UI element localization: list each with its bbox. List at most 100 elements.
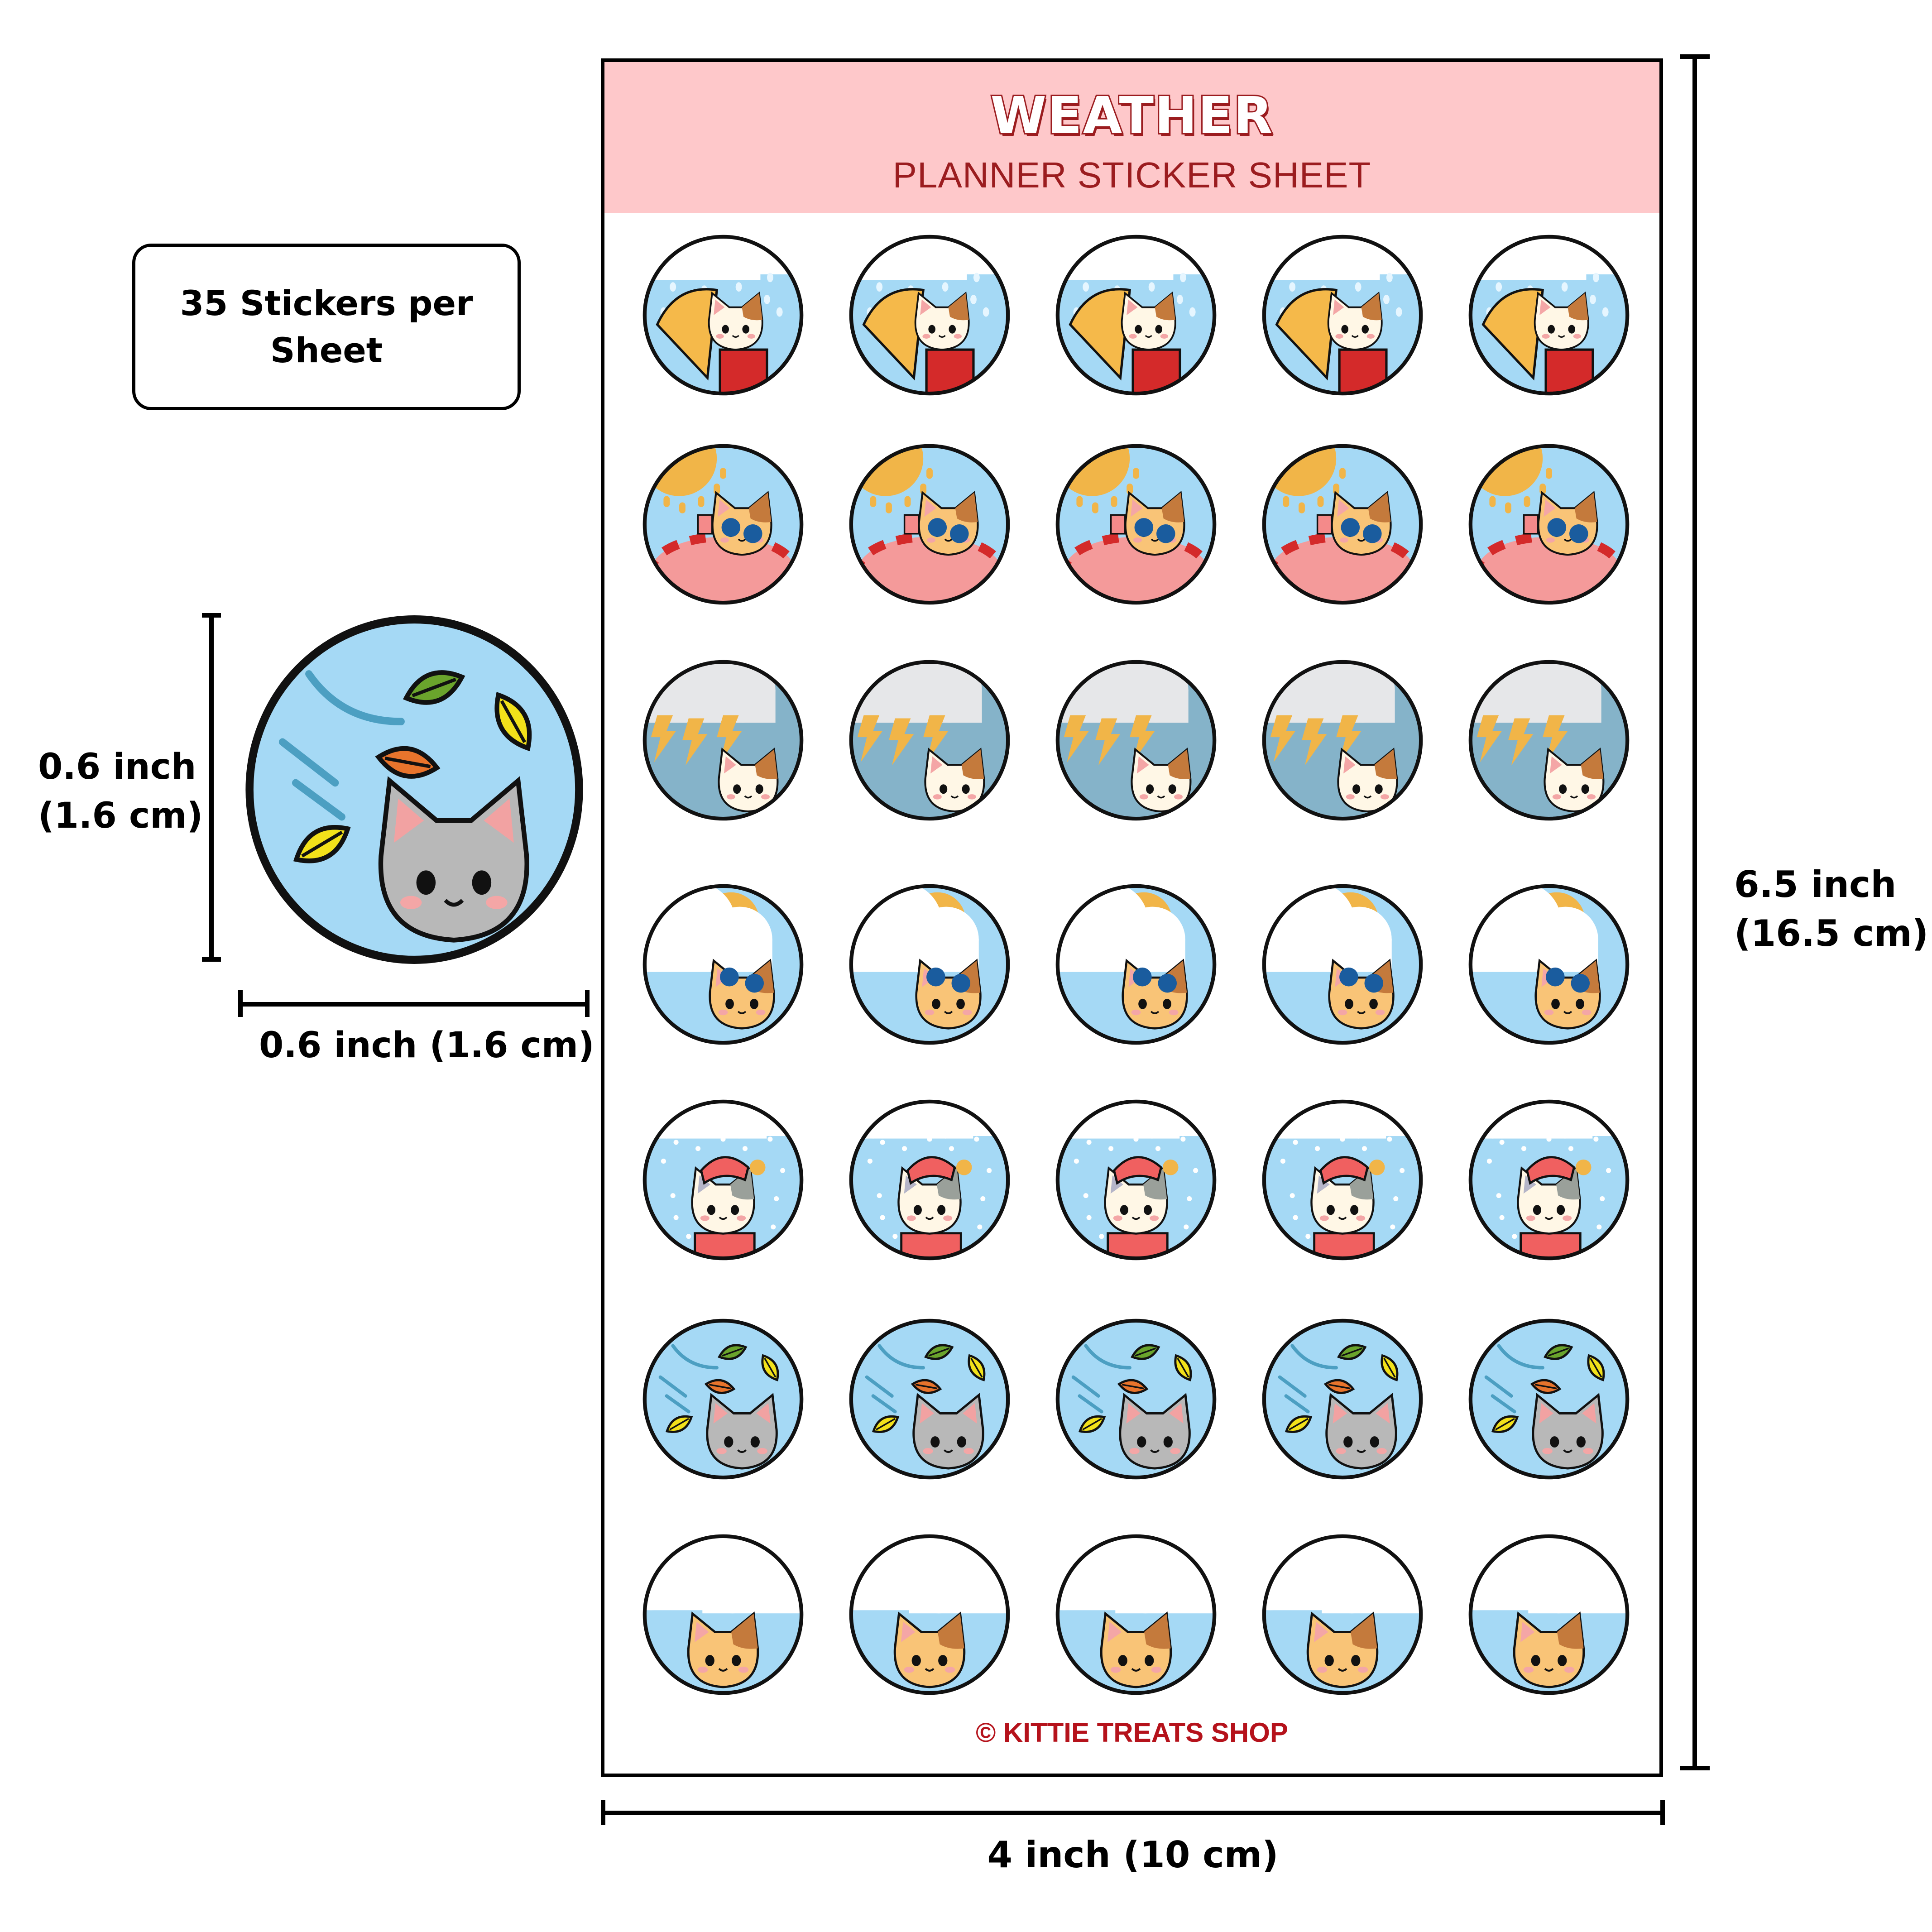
sticker-sunny-art xyxy=(1055,444,1217,605)
sticker-stormy xyxy=(638,656,808,825)
sticker-snowy xyxy=(845,1095,1014,1265)
cat-icon xyxy=(687,1611,759,1688)
sticker-windy-art xyxy=(1468,1318,1630,1480)
sticker-partly-cloudy-art xyxy=(1468,884,1630,1045)
raindrop-icon xyxy=(670,282,676,292)
leaf-icon xyxy=(1491,1415,1519,1433)
leaf-icon xyxy=(1337,1344,1367,1360)
wind-icon xyxy=(1484,1344,1544,1414)
snowflake-icon xyxy=(1387,1136,1392,1142)
wind-icon xyxy=(865,1344,925,1414)
lightning-icon xyxy=(1477,715,1502,762)
cloud-icon xyxy=(1470,662,1601,723)
snowflake-icon xyxy=(892,1234,898,1239)
snowflake-icon xyxy=(1086,1215,1092,1220)
raindrop-icon xyxy=(1083,282,1089,292)
snowflake-icon xyxy=(661,1158,666,1164)
snowflake-icon xyxy=(867,1158,873,1164)
leaf-icon xyxy=(1544,1344,1573,1360)
snowflake-icon xyxy=(1187,1196,1192,1202)
beanie-icon xyxy=(1525,1156,1576,1185)
cloud-icon xyxy=(1057,662,1189,723)
sticker-windy-art xyxy=(1262,1318,1423,1480)
leaf-icon xyxy=(403,670,465,705)
snowflake-icon xyxy=(949,1146,954,1151)
cat-icon xyxy=(914,291,970,351)
raindrop-icon xyxy=(1148,282,1155,292)
leaf-icon xyxy=(1117,1379,1149,1394)
sticker-rainy xyxy=(1258,230,1427,400)
sticker-sunny-art xyxy=(642,444,804,605)
sticker-grid xyxy=(604,62,1659,1774)
snowflake-icon xyxy=(1086,1140,1092,1145)
leaf-icon xyxy=(761,1354,779,1381)
lightning-icon xyxy=(1270,715,1296,762)
leaf-icon xyxy=(1285,1415,1313,1433)
cat-icon xyxy=(1121,291,1176,351)
raindrop-icon xyxy=(1590,294,1596,304)
sticker-sunny-art xyxy=(849,444,1010,605)
snowflake-icon xyxy=(1499,1140,1505,1145)
sticker-cloudy xyxy=(845,1530,1014,1699)
leaf-icon xyxy=(293,825,351,863)
snowflake-icon xyxy=(1293,1215,1298,1220)
snowflake-icon xyxy=(877,1193,882,1199)
lightning-icon xyxy=(888,718,914,766)
snowflake-icon xyxy=(1596,1224,1602,1230)
sticker-stormy-art xyxy=(1468,660,1630,821)
cat-icon xyxy=(897,1166,962,1235)
snowflake-icon xyxy=(1193,1168,1199,1173)
sheet-height-cm: (16.5 cm) xyxy=(1734,912,1929,954)
sticker-rainy-art xyxy=(1262,235,1423,396)
cloud-icon xyxy=(851,662,982,723)
snowflake-icon xyxy=(771,1224,776,1230)
snowflake-icon xyxy=(1184,1224,1189,1230)
snowflake-icon xyxy=(1393,1196,1399,1202)
snowflake-icon xyxy=(1568,1146,1574,1151)
cat-icon xyxy=(706,1393,778,1470)
sticker-windy xyxy=(638,1314,808,1484)
sticker-partly-cloudy-art xyxy=(1055,884,1217,1045)
drink-icon xyxy=(1316,514,1333,535)
raindrop-icon xyxy=(1395,307,1402,317)
lightning-icon xyxy=(1508,718,1534,766)
raindrop-icon xyxy=(767,273,773,283)
lightning-icon xyxy=(1095,718,1121,766)
sticker-stormy xyxy=(1464,656,1634,825)
sheet-height-inch: 6.5 inch xyxy=(1734,863,1897,906)
beanie-icon xyxy=(700,1156,750,1185)
lightning-icon xyxy=(1064,715,1089,762)
leaf-icon xyxy=(1587,1354,1605,1381)
cloud-icon xyxy=(1264,662,1395,723)
leaf-icon xyxy=(1174,1354,1192,1381)
snowflake-icon xyxy=(1099,1234,1104,1239)
cat-icon xyxy=(1337,748,1398,813)
sheet-footer-copyright: © KITTIE TREATS SHOP xyxy=(976,1717,1288,1748)
sticker-partly-cloudy xyxy=(1464,880,1634,1049)
leaf-icon xyxy=(375,746,441,779)
cat-icon xyxy=(912,1393,984,1470)
cat-icon xyxy=(1513,1611,1585,1688)
raindrop-icon xyxy=(1355,282,1362,292)
wind-icon xyxy=(1071,1344,1131,1414)
beanie-icon xyxy=(1112,1156,1163,1185)
snowflake-icon xyxy=(1155,1146,1161,1151)
cat-icon xyxy=(1310,1166,1375,1235)
sticker-rainy xyxy=(845,230,1014,400)
drink-icon xyxy=(1523,514,1539,535)
beanie-icon xyxy=(906,1156,956,1185)
sticker-windy-art xyxy=(245,615,583,964)
wind-icon xyxy=(658,1344,719,1414)
cat-icon xyxy=(708,291,763,351)
sticker-partly-cloudy xyxy=(638,880,808,1049)
snowflake-icon xyxy=(767,1136,773,1142)
sticker-cloudy-art xyxy=(849,1534,1010,1695)
snowflake-icon xyxy=(880,1215,885,1220)
sticker-snowy xyxy=(1051,1095,1221,1265)
cat-icon xyxy=(1534,291,1589,351)
snowflake-icon xyxy=(670,1193,676,1199)
cat-icon xyxy=(1100,1611,1172,1688)
snowflake-icon xyxy=(1521,1146,1527,1151)
leaf-icon xyxy=(1078,1415,1106,1433)
sticker-stormy-art xyxy=(642,660,804,821)
